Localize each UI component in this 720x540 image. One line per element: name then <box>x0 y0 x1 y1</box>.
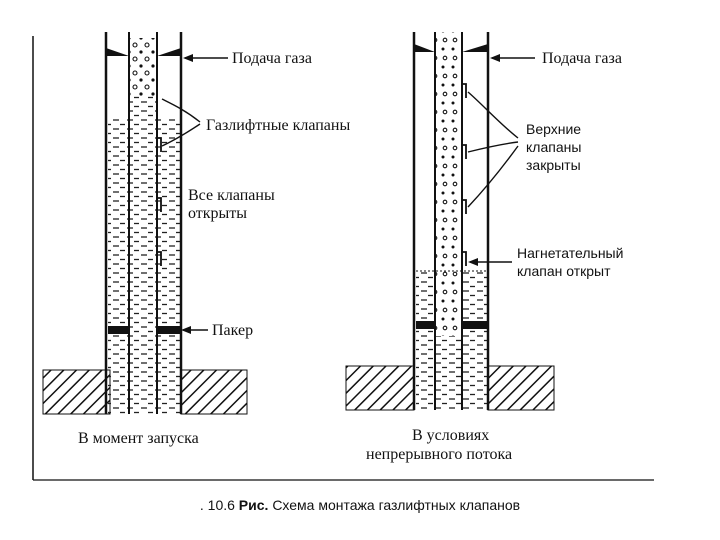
valve-1 <box>157 137 162 152</box>
figure-caption-text: Схема монтажа газлифтных клапанов <box>272 497 521 513</box>
packer-left-r <box>416 321 435 329</box>
label-upper-valves-1: Верхние <box>526 121 582 137</box>
figure-caption: . 10.6 Рис. Схема монтажа газлифтных кла… <box>0 497 720 513</box>
injection-arrowhead <box>468 258 478 266</box>
valve-r1 <box>462 83 467 98</box>
annulus-liquid-left-r <box>416 272 434 410</box>
tubing-liquid-r <box>436 336 462 410</box>
wellhead-wedge-right-r <box>462 44 488 52</box>
figure-caption-bold: Рис. <box>238 497 269 513</box>
valve-r3 <box>462 199 467 214</box>
caption-right-2: непрерывного потока <box>366 446 513 463</box>
leader-valves-a <box>161 98 201 123</box>
label-all-valves-open-1: Все клапаны <box>188 187 275 204</box>
tubing-liquid <box>130 95 156 414</box>
annulus-liquid-right-r <box>463 272 487 410</box>
caption-right-1: В условиях <box>412 427 490 444</box>
wellhead-wedge-left-r <box>414 44 435 52</box>
packer-left <box>108 326 129 334</box>
label-upper-valves-3: закрыты <box>526 157 581 173</box>
annulus-liquid-right <box>158 117 180 414</box>
packer-right <box>157 326 181 334</box>
gas-supply-arrowhead-right <box>490 54 500 62</box>
label-injection-valve-2: клапан открыт <box>517 263 611 279</box>
tubing-gas-bubbles-r <box>436 32 462 336</box>
ground-hatch-right-b <box>487 365 555 411</box>
label-gas-supply-right: Подача газа <box>542 50 622 67</box>
label-upper-valves-2: клапаны <box>526 139 582 155</box>
label-injection-valve-1: Нагнетательный <box>517 245 624 261</box>
left-well <box>42 32 248 415</box>
leader-upper-c <box>467 145 519 208</box>
packer-right-r <box>462 321 487 329</box>
wellhead-wedge-left <box>106 48 129 56</box>
label-gas-supply-left: Подача газа <box>232 50 312 67</box>
leader-upper-b <box>467 141 519 153</box>
caption-left: В момент запуска <box>78 430 199 447</box>
tubing-gas-bubbles <box>130 38 156 98</box>
packer-arrowhead <box>181 326 191 334</box>
right-well <box>345 32 555 411</box>
label-all-valves-open-2: открыты <box>188 205 248 222</box>
label-gaslift-valves: Газлифтные клапаны <box>206 117 351 134</box>
valve-r2 <box>462 144 467 159</box>
figure-caption-prefix: . 10.6 <box>199 497 235 513</box>
valve-3 <box>157 251 162 266</box>
wellhead-wedge-right <box>157 48 181 56</box>
annulus-liquid-left <box>108 117 128 414</box>
valve-2 <box>157 197 162 212</box>
leader-upper-a <box>467 91 519 139</box>
ground-hatch-left-b <box>180 369 248 415</box>
leader-valves-b <box>161 123 201 147</box>
gas-supply-arrowhead-left <box>183 54 193 62</box>
label-packer: Пакер <box>212 322 254 339</box>
ground-hatch-left-a <box>42 369 111 415</box>
ground-hatch-right-a <box>345 365 415 411</box>
valve-r4 <box>462 251 467 266</box>
